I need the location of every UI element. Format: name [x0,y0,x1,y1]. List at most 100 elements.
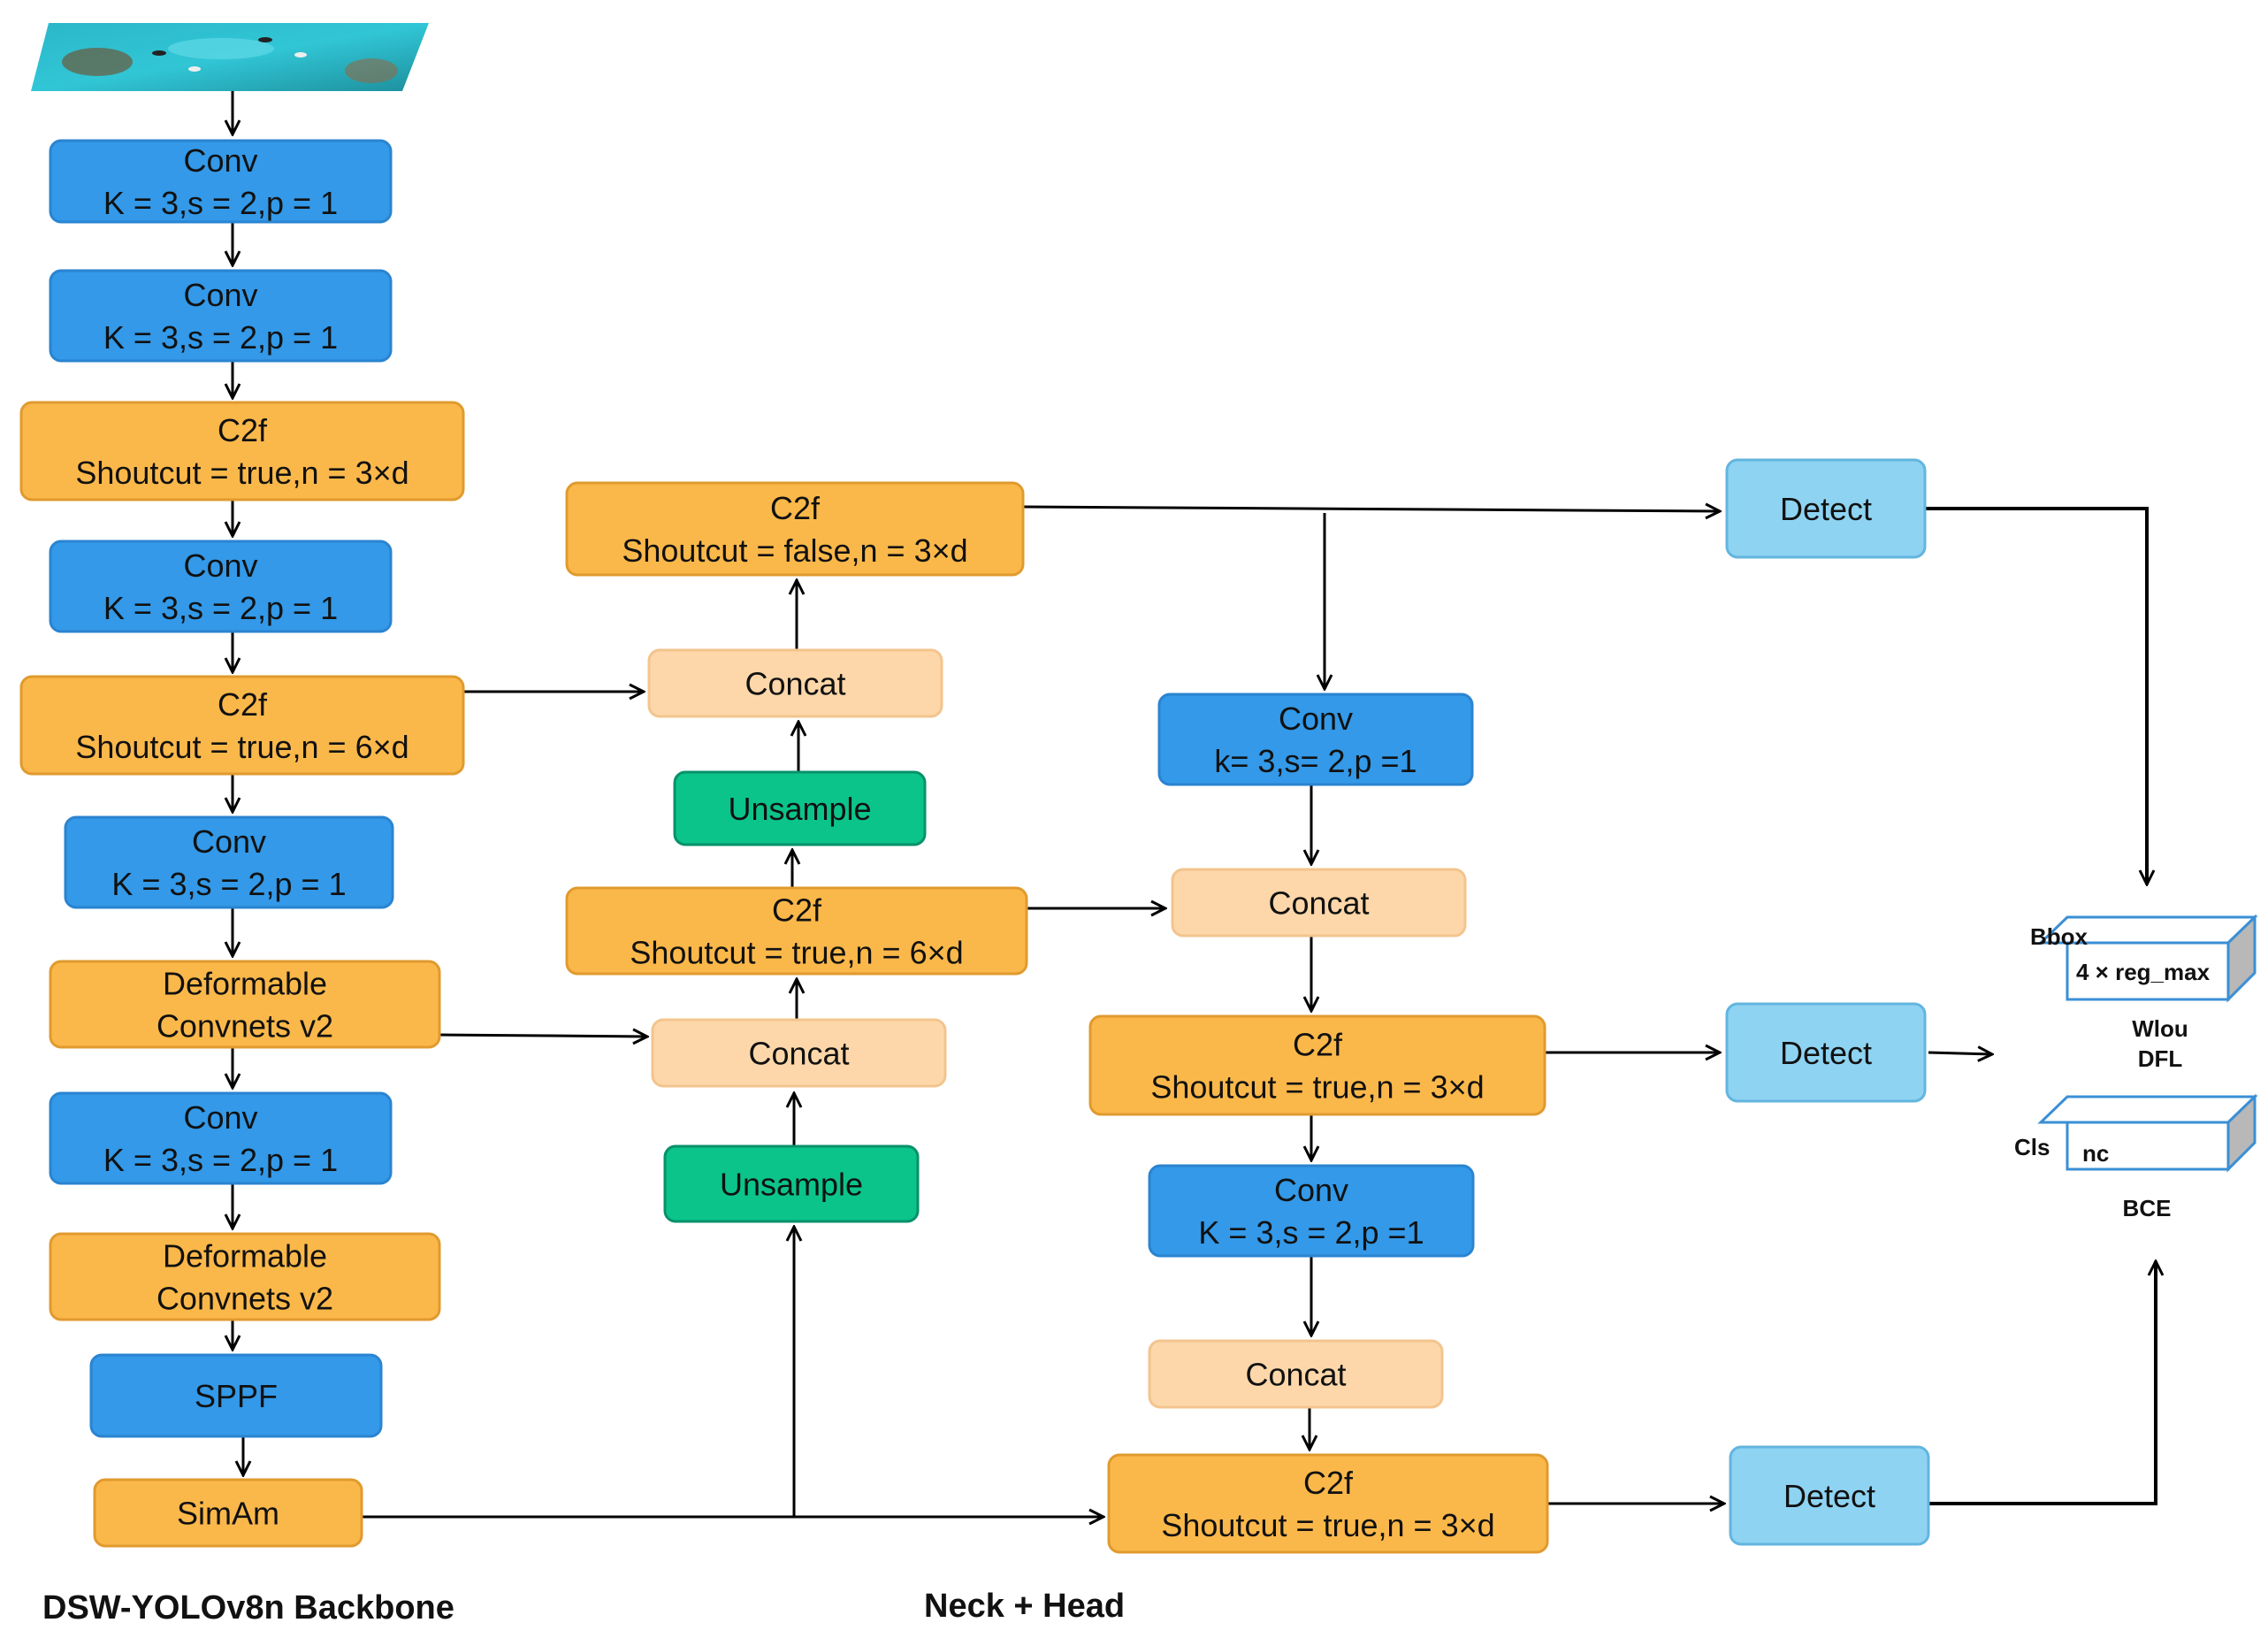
node-conv1-line-1: Conv [183,142,257,179]
node-upsample2-box [663,1144,920,1223]
node-c2f2-line-2: Shoutcut = true,n = 6×d [75,729,409,765]
cls-inner-label: nc [2082,1140,2109,1167]
cls-box-top [2037,1095,2258,1124]
connector-arrow [1928,1052,1992,1054]
node-conv-r1-box [1157,693,1474,786]
node-conv-r2-line-2: K = 3,s = 2,p =1 [1198,1214,1424,1251]
node-upsample2: Unsample [663,1144,920,1223]
bbox-label: Bbox [2030,923,2089,950]
node-c2f-mid-box [565,886,1028,976]
node-conv1-box [49,139,393,224]
node-detect1-box [1725,458,1927,559]
node-conv-r2-box [1148,1164,1475,1258]
node-conv-r1-line-1: Conv [1279,700,1353,737]
node-concat-r1: Concat [1171,868,1467,938]
bbox-box-front [2066,941,2230,1001]
node-upsample1-line-1: Unsample [728,791,871,827]
node-conv5-box [49,1091,393,1185]
node-conv5: Conv K = 3,s = 2,p = 1 [49,1091,393,1185]
node-detect3-box [1729,1445,1930,1546]
node-detect3: Detect [1729,1445,1930,1546]
node-dcn2-line-1: Deformable [163,1238,327,1274]
node-detect2: Detect [1725,1002,1927,1103]
node-simam-box [93,1478,363,1548]
node-concat-r2-box [1148,1339,1444,1409]
node-c2f-r2-line-2: Shoutcut = true,n = 3×d [1161,1507,1494,1543]
bbox-loss-dfl: DFL [2138,1045,2183,1072]
node-upsample2-line-1: Unsample [720,1167,863,1203]
nodes-layer: Conv K = 3,s = 2,p = 1 Conv K = 3,s = 2,p =… [19,139,1930,1554]
node-concat2: Concat [651,1018,947,1088]
node-c2f1-line-2: Shoutcut = true,n = 3×d [75,455,409,491]
node-concat2-line-1: Concat [748,1036,849,1072]
node-c2f-top-line-1: C2f [770,490,821,526]
connector-arrow [1022,507,1720,511]
cls-loss-bce: BCE [2123,1195,2172,1221]
node-dcn1-line-1: Deformable [163,966,327,1002]
node-conv-r2-line-1: Conv [1274,1172,1348,1208]
node-concat1: Concat [647,648,943,718]
node-conv5-line-1: Conv [183,1099,257,1136]
node-detect2-line-1: Detect [1780,1035,1872,1071]
node-dcn1-line-2: Convnets v2 [157,1008,333,1045]
node-conv-r1-line-2: k= 3,s= 2,p =1 [1214,743,1417,779]
node-conv4-box [64,815,394,909]
node-detect1-line-1: Detect [1780,491,1872,527]
node-dcn2-box [49,1232,441,1321]
node-c2f1-box [19,401,465,501]
node-dcn1-box [49,960,441,1049]
connector-arrows [233,91,2156,1517]
node-c2f2-line-1: C2f [218,686,268,723]
node-concat-r1-line-1: Concat [1268,885,1369,922]
node-conv4: Conv K = 3,s = 2,p = 1 [64,815,394,909]
node-conv4-line-2: K = 3,s = 2,p = 1 [111,866,346,902]
node-c2f-r1-line-1: C2f [1293,1027,1343,1063]
cls-output: Cls nc BCE [2014,1093,2258,1221]
node-c2f-r2-box [1107,1453,1549,1554]
bbox-loss-wiou: Wlou [2132,1015,2188,1042]
node-conv3-line-2: K = 3,s = 2,p = 1 [103,590,338,626]
node-c2f2-box [19,675,465,776]
node-c2f-mid-line-1: C2f [772,892,822,929]
node-c2f1-line-1: C2f [218,412,268,448]
node-c2f-r1-box [1088,1014,1546,1116]
node-detect2-box [1725,1002,1927,1103]
node-concat2-box [651,1018,947,1088]
backbone-caption: DSW-YOLOv8n Backbone [42,1589,454,1627]
connector-arrow [1928,1261,2156,1505]
node-conv3-box [49,540,393,633]
node-upsample1: Unsample [673,770,927,846]
node-conv2-line-1: Conv [183,277,257,313]
node-concat-r1-box [1171,868,1467,938]
node-conv-r1: Conv k= 3,s= 2,p =1 [1157,693,1474,786]
node-conv-r2: Conv K = 3,s = 2,p =1 [1148,1164,1475,1258]
node-conv5-line-2: K = 3,s = 2,p = 1 [103,1142,338,1178]
node-detect3-line-1: Detect [1783,1478,1875,1514]
node-conv4-line-1: Conv [192,823,266,860]
node-concat-r2: Concat [1148,1339,1444,1409]
bbox-output: Bbox 4 × reg_max Wlou DFL [2030,914,2258,1072]
node-concat1-line-1: Concat [745,666,845,702]
node-c2f-top-line-2: Shoutcut = false,n = 3×d [622,532,967,569]
node-sppf-line-1: SPPF [195,1378,278,1414]
node-sppf: SPPF [89,1353,383,1438]
node-conv1-line-2: K = 3,s = 2,p = 1 [103,185,338,221]
bbox-inner-label: 4 × reg_max [2076,959,2211,985]
cls-box-front [2066,1121,2230,1171]
node-conv2-line-2: K = 3,s = 2,p = 1 [103,319,338,356]
input-image [31,23,429,91]
node-detect1: Detect [1725,458,1927,559]
node-concat-r2-line-1: Concat [1245,1357,1346,1393]
connector-arrow [439,1035,647,1037]
node-conv3-line-1: Conv [183,547,257,584]
node-c2f-mid-line-2: Shoutcut = true,n = 6×d [630,935,963,971]
